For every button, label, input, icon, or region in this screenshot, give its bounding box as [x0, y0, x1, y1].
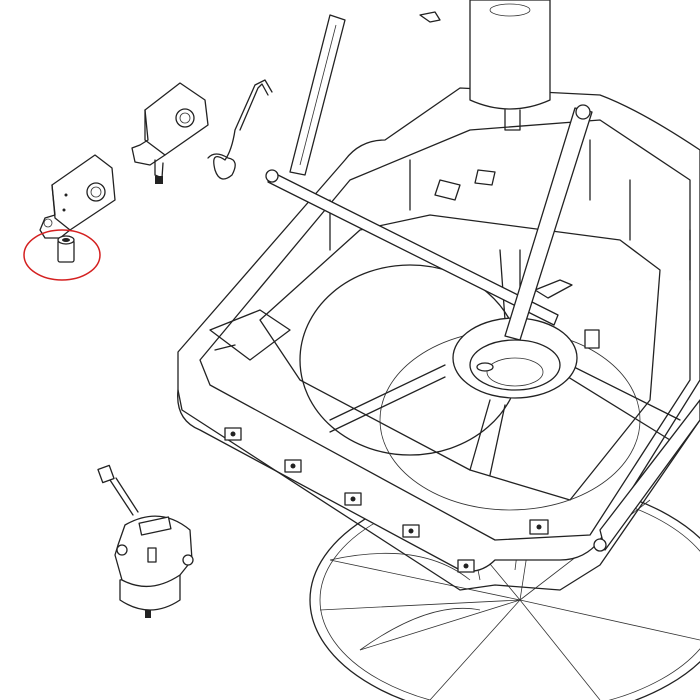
screw-tabs [224, 427, 549, 573]
actuator-motor [97, 464, 194, 618]
bushing[interactable] [57, 235, 75, 263]
housing-frame [177, 87, 700, 591]
support-arm [504, 104, 700, 552]
hinge-bracket-lower [39, 154, 116, 239]
wire-spring [207, 79, 273, 180]
crank-rod [265, 169, 573, 326]
fan-motor [469, 0, 551, 131]
hub [452, 317, 578, 399]
highlight-circle [23, 229, 101, 281]
hinge-bracket-upper [131, 82, 209, 184]
lift-arm [289, 11, 441, 176]
